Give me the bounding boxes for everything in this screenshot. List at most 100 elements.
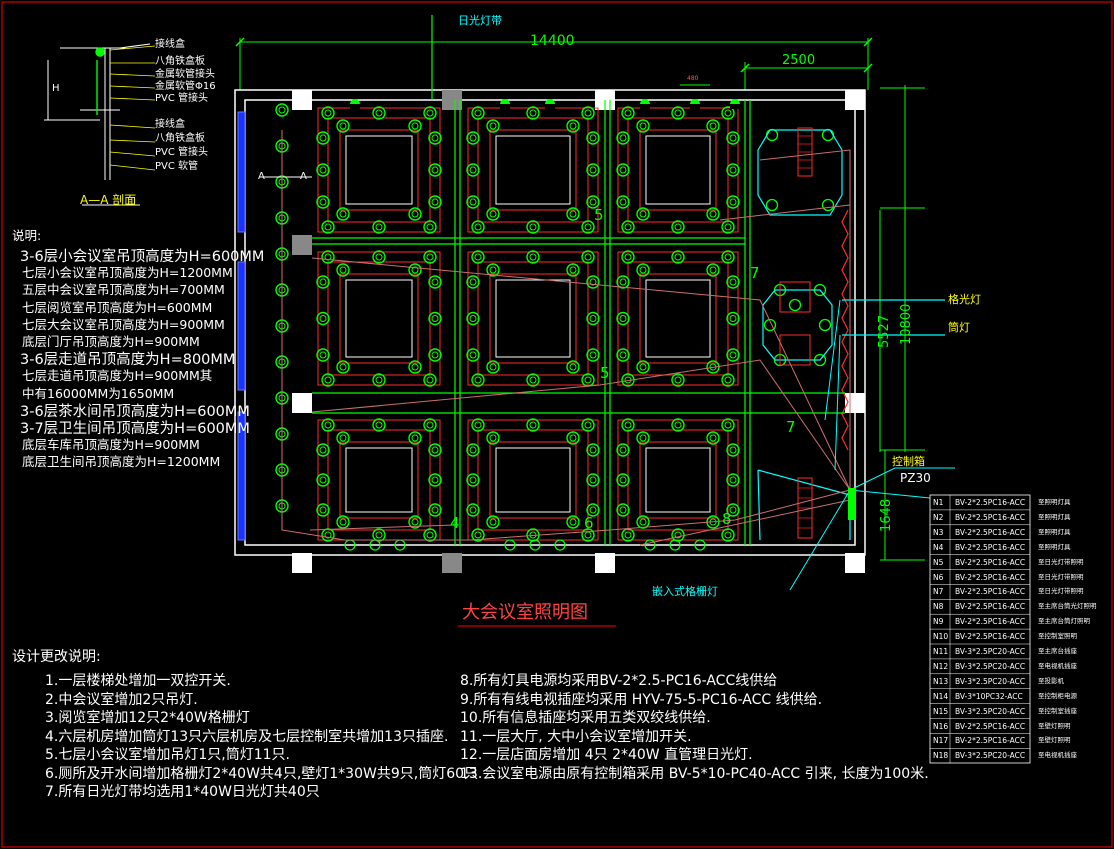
label-downlight: 筒灯 [948,321,970,334]
circuit-id: N6 [933,572,944,582]
downlight-icon [706,119,720,133]
columns [292,90,865,573]
label-embedded-grille: 嵌入式格栅灯 [652,585,718,598]
note-line: 七层小会议室吊顶高度为H=1200MM [22,265,233,281]
ceiling-block-0-2 [617,107,739,233]
downlight-icon [636,360,650,374]
wall-light-icon [690,99,700,109]
downlight-icon [616,195,630,209]
section-dim-h: H [52,83,60,94]
changes-left-item: 7.所有日光灯带均选用1*40W日光灯共40只 [45,784,320,800]
downlight-icon [586,195,600,209]
changes-right-item: 13.会议室电源由原有控制箱采用 BV-5*10-PC40-ACC 引来, 长度… [460,765,929,782]
control-box-symbol [848,488,856,520]
ceiling-block-0-1 [467,107,599,233]
downlight-icon [428,131,442,145]
downlight-icon [466,348,480,362]
changes-right-item: 10.所有信息插座均采用五类双绞线供给. [460,710,711,726]
downlight-icon [321,106,335,120]
downlight-icon [726,348,740,362]
dimension-lines [239,38,925,561]
ceiling-block-1-1 [467,251,599,386]
label-daylight-strip: 日光灯带 [458,14,502,27]
note-line: 底层车库吊顶高度为H=900MM [22,437,200,453]
circuit-spec: BV-2*2.5PC16-ACC [955,736,1026,746]
changes-left-item: 1.一层楼梯处增加一双控开关. [45,673,231,689]
downlight-icon [372,106,386,120]
downlight-icon [644,539,656,551]
circuit-spec: BV-2*2.5PC16-ACC [955,557,1026,567]
note-line: 七层走道吊顶高度为H=900MM其 [22,368,213,384]
section-item-label: 接线盒 [155,119,185,130]
downlight-icon [428,163,442,177]
downlight-icon [316,473,330,487]
changes-left-item: 3.阅览室增加12只2*40W格栅灯 [45,710,250,726]
circuit-id: N5 [933,557,944,567]
ceiling-block-1-0 [317,251,441,386]
dim-10800: 10800 [899,303,914,345]
downlight-icon [408,360,422,374]
downlight-icon [526,373,540,387]
downlight-icon [616,443,630,457]
circuit-spec: BV-2*2.5PC16-ACC [955,617,1026,627]
dim-5527: 5527 [877,314,892,348]
downlight-icon [726,163,740,177]
downlight-icon [721,528,735,542]
downlight-icon [316,311,330,326]
downlight-icon [466,195,480,209]
note-line: 七层大会议室吊顶高度为H=900MM [22,316,225,332]
ceiling-block-1-2 [617,251,739,386]
circuit-desc: 至主席台筒光灯照明 [1038,602,1097,611]
circuit-desc: 至壁灯照明 [1038,721,1071,730]
ceiling-grid [312,15,845,545]
downlight-icon [428,275,442,289]
notes-heading: 说明: [12,228,42,243]
circuit-id: N14 [933,691,949,701]
spotlight-icon [821,198,835,212]
window-strips [237,111,246,541]
downlight-icon [316,503,330,517]
ceiling-block-2-0 [317,419,441,541]
downlight-icon [726,275,740,289]
downlight-icon [486,515,500,529]
downlight-icon [636,263,650,277]
circuit-spec: BV-2*2.5PC16-ACC [955,632,1026,642]
downlight-icon [321,220,335,234]
circuit-desc: 至控制室照明 [1038,632,1077,641]
downlight-icon [706,207,720,221]
downlight-icon [316,163,330,177]
circuit-desc: 至日光灯带照明 [1038,572,1084,581]
downlight-icon [372,528,386,542]
downlight-icon [581,106,595,120]
section-item-label: PVC 软管 [155,161,199,172]
downlight-icon [408,515,422,529]
downlight-icon [408,263,422,277]
downlight-icon [275,103,289,117]
downlight-icon [486,360,500,374]
circuit-number: 6 [584,514,594,532]
spotlight-icon [765,198,779,212]
downlight-icon [581,373,595,387]
downlight-icon [586,503,600,517]
section-item-label: 金属软管接头 [155,69,215,80]
downlight-icon [372,250,386,264]
downlight-icon [423,250,437,264]
circuit-number: 4 [450,514,460,532]
circuit-desc: 至控制室插座 [1038,706,1077,715]
wall-light-icon [500,99,510,109]
downlight-icon [721,373,735,387]
circuit-id: N13 [933,676,949,686]
wall-light-icon [640,99,650,109]
downlight-icon [336,207,350,221]
downlight-icon [636,119,650,133]
downlight-icon [466,443,480,457]
downlight-icon [321,373,335,387]
section-mark-a-left: A [258,171,265,182]
wiring [281,130,851,546]
circuit-desc: 至照明灯具 [1038,498,1071,506]
note-line: 3-7层卫生间吊顶高度为H=600MM [20,421,250,437]
note-line: 3-6层茶水间吊顶高度为H=600MM [20,403,250,420]
section-item-label: 八角铁盒板 [155,56,205,67]
downlight-icon [694,539,706,551]
downlight-icon [466,503,480,517]
